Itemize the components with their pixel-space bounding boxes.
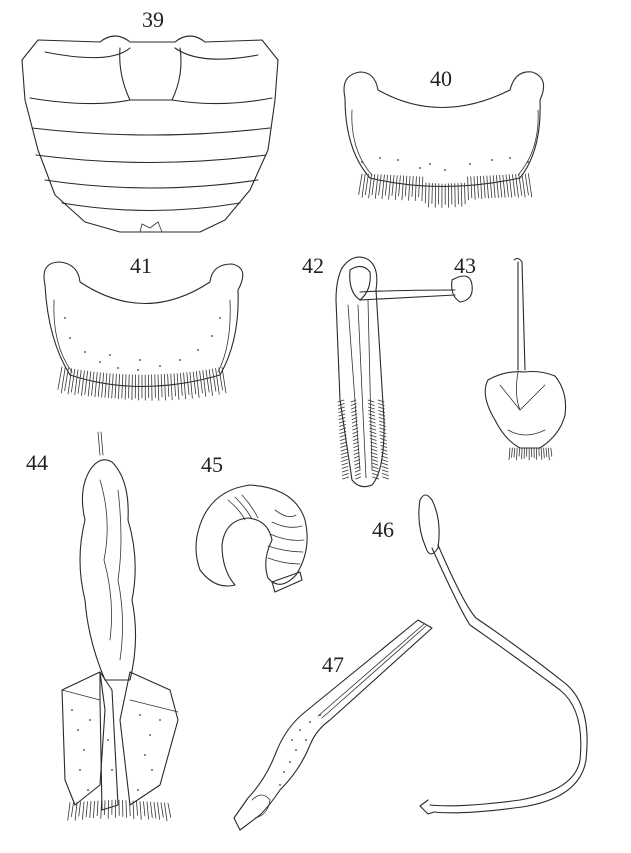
figure-42-label: 42: [302, 253, 324, 278]
figure-44-ovipositor: 44: [26, 431, 179, 822]
figure-44-label: 44: [26, 450, 48, 475]
figure-46-label: 46: [372, 517, 394, 542]
figure-40-sternite: 40: [343, 66, 545, 208]
figure-45-spermatheca: 45: [195, 452, 308, 593]
figure-43-label: 43: [454, 253, 476, 278]
figure-40-label: 40: [430, 66, 452, 91]
figure-46-duct: 46: [372, 494, 588, 815]
figure-39-abdomen: 39: [21, 7, 279, 233]
figure-41-label: 41: [130, 253, 152, 278]
figure-45-label: 45: [201, 452, 223, 477]
figure-43-genitalia: 43: [454, 253, 567, 461]
figure-39-label: 39: [142, 7, 164, 32]
figure-42-genitalia: 42: [302, 253, 473, 488]
figure-47-label: 47: [322, 652, 344, 677]
figure-41-sternite: 41: [43, 253, 244, 401]
figure-47-duct: 47: [233, 619, 433, 831]
